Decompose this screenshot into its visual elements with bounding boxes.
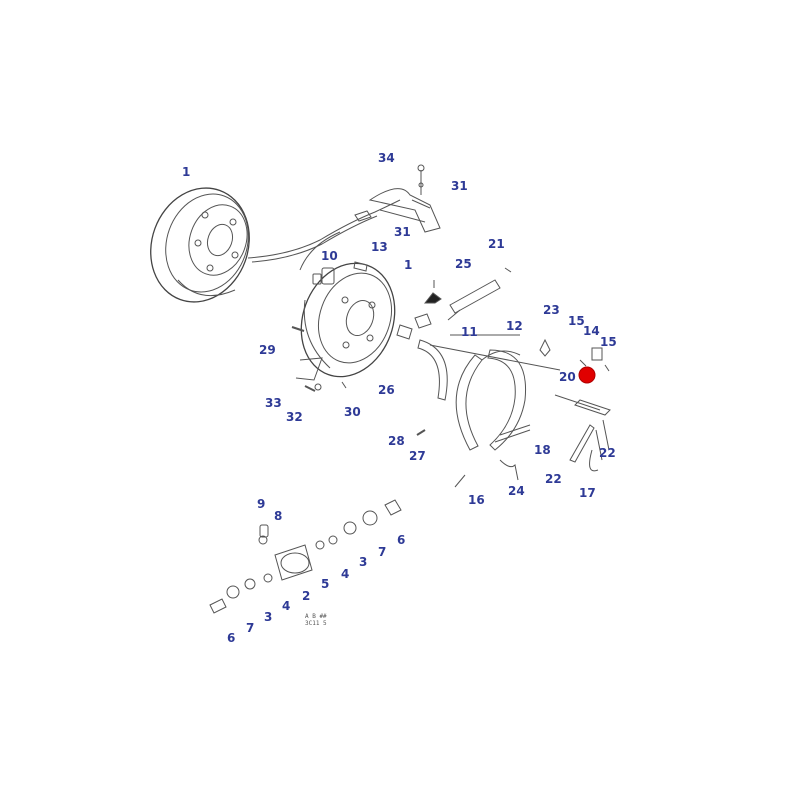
adjuster-rod bbox=[447, 267, 512, 321]
callout-31-top: 31 bbox=[451, 179, 468, 193]
callout-32: 32 bbox=[286, 410, 303, 424]
callout-22-right: 22 bbox=[599, 446, 616, 460]
callout-29: 29 bbox=[259, 343, 276, 357]
callout-6-left: 6 bbox=[227, 631, 236, 645]
callout-2: 2 bbox=[302, 589, 311, 603]
callout-15-right: 15 bbox=[600, 335, 617, 349]
callout-28: 28 bbox=[388, 434, 405, 448]
callout-13: 13 bbox=[371, 240, 388, 254]
brake-drum-left bbox=[150, 187, 250, 303]
highlighted-part bbox=[578, 366, 596, 384]
callout-26: 26 bbox=[378, 383, 395, 397]
callout-7-right: 7 bbox=[378, 545, 387, 559]
callout-21: 21 bbox=[488, 237, 505, 251]
brake-shoes bbox=[417, 334, 561, 451]
callout-15-left: 15 bbox=[568, 314, 585, 328]
small-hardware bbox=[291, 261, 442, 392]
callout-12: 12 bbox=[506, 319, 523, 333]
callout-22-left: 22 bbox=[545, 472, 562, 486]
callout-16: 16 bbox=[468, 493, 485, 507]
callout-6-right: 6 bbox=[397, 533, 406, 547]
callout-24: 24 bbox=[508, 484, 525, 498]
callout-9: 9 bbox=[257, 497, 266, 511]
callout-14: 14 bbox=[583, 324, 600, 338]
callout-3-right: 3 bbox=[359, 555, 368, 569]
callout-27: 27 bbox=[409, 449, 426, 463]
callout-8: 8 bbox=[274, 509, 283, 523]
callout-11: 11 bbox=[461, 325, 478, 339]
drawing-stamp: A B ## 3C11 5 bbox=[305, 613, 327, 627]
callout-30: 30 bbox=[344, 405, 361, 419]
callout-20: 20 bbox=[559, 370, 576, 384]
callout-33: 33 bbox=[265, 396, 282, 410]
callout-18: 18 bbox=[534, 443, 551, 457]
stamp-line-2: 3C11 5 bbox=[305, 620, 327, 628]
callout-34: 34 bbox=[378, 151, 395, 165]
backing-plate bbox=[300, 262, 396, 378]
callout-1-drum: 1 bbox=[182, 165, 191, 179]
callout-10: 10 bbox=[321, 249, 338, 263]
callout-3-left: 3 bbox=[264, 610, 273, 624]
callout-23: 23 bbox=[543, 303, 560, 317]
callout-4-left: 4 bbox=[282, 599, 291, 613]
callout-7-left: 7 bbox=[246, 621, 255, 635]
wire-springs bbox=[416, 424, 531, 488]
parking-brake-cable bbox=[247, 199, 426, 271]
stamp-line-1: A B ## bbox=[305, 613, 327, 620]
right-hardware bbox=[539, 338, 611, 472]
wheel-cylinder-exploded bbox=[209, 499, 402, 614]
callout-5: 5 bbox=[321, 577, 330, 591]
callout-4-right: 4 bbox=[341, 567, 350, 581]
callout-17: 17 bbox=[579, 486, 596, 500]
callout-1-plate: 1 bbox=[404, 258, 413, 272]
callout-31-mid: 31 bbox=[394, 225, 411, 239]
callout-25: 25 bbox=[455, 257, 472, 271]
cable-bracket bbox=[368, 164, 441, 233]
